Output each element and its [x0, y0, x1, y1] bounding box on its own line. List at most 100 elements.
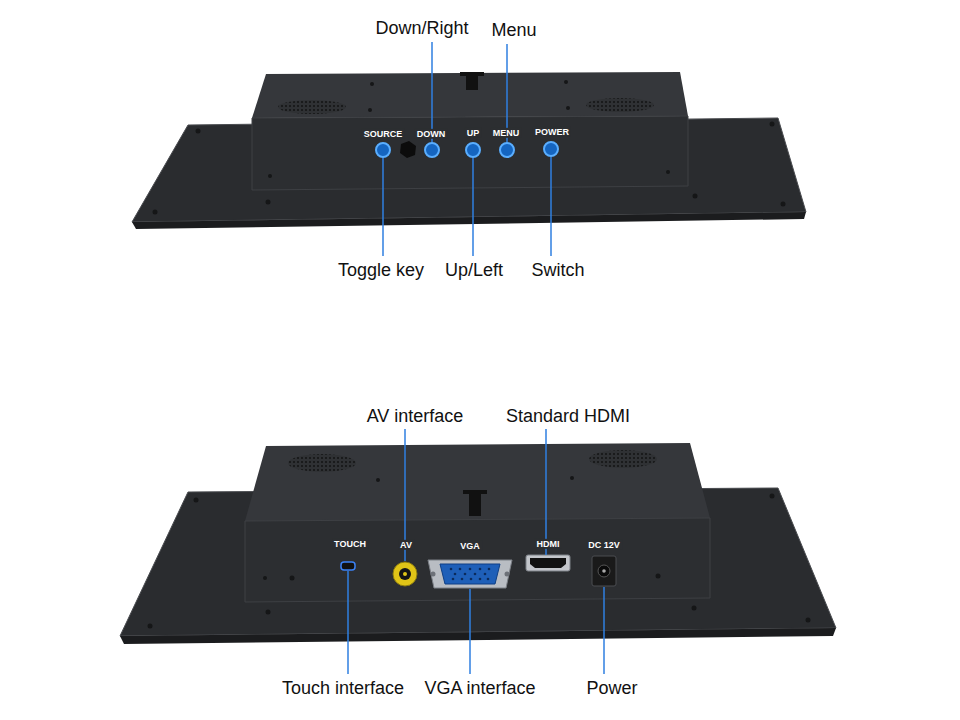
- screw: [692, 606, 697, 611]
- hdmi-shell: [526, 555, 570, 571]
- down-button: [425, 143, 439, 157]
- vga-pin: [470, 578, 473, 581]
- screw: [153, 210, 158, 215]
- vga-pin: [487, 578, 490, 581]
- screw: [376, 478, 380, 482]
- port-marking: VGA: [458, 541, 482, 551]
- vga-pin: [452, 578, 455, 581]
- vga-screw: [505, 572, 510, 577]
- screw: [148, 624, 153, 629]
- screw: [770, 494, 775, 499]
- screw: [770, 122, 775, 127]
- leader-line: [431, 42, 433, 142]
- screw: [566, 106, 570, 110]
- vga-pin: [479, 568, 482, 571]
- leader-line: [603, 587, 605, 674]
- vga-pin: [484, 573, 487, 576]
- port-marking: POWER: [533, 127, 571, 137]
- screw: [194, 498, 199, 503]
- source-button: [376, 143, 390, 157]
- callout-label: Down/Right: [375, 18, 468, 39]
- vga-pin: [474, 573, 477, 576]
- callout-label: VGA interface: [424, 678, 535, 699]
- leader-line: [545, 429, 547, 555]
- speaker-grille: [589, 450, 657, 468]
- av-jack: [393, 562, 417, 586]
- vga-pin: [450, 568, 453, 571]
- speaker-grille: [288, 454, 356, 472]
- av-jack-hole: [399, 568, 411, 580]
- screen-panel: [120, 488, 836, 636]
- screw: [570, 476, 574, 480]
- screw: [666, 170, 670, 174]
- dc-jack-hole: [598, 565, 610, 577]
- vga-screw: [431, 572, 436, 577]
- hdmi-socket: [530, 558, 566, 568]
- up-button: [466, 143, 480, 157]
- leader-line: [469, 589, 471, 674]
- screw: [196, 129, 201, 134]
- mount-slot: [469, 490, 481, 516]
- screw: [268, 174, 272, 178]
- dc-jack: [592, 556, 616, 586]
- leader-line: [347, 571, 349, 674]
- leader-line: [382, 158, 384, 256]
- callout-label: Menu: [491, 20, 536, 41]
- vga-pin: [461, 578, 464, 581]
- callout-label: Touch interface: [282, 678, 404, 699]
- vga-pin: [464, 573, 467, 576]
- panel-edge: [120, 628, 836, 644]
- vga-pin: [469, 568, 472, 571]
- leader-lines: [383, 42, 551, 256]
- vga-shell: [428, 560, 512, 588]
- port-marking: DC 12V: [586, 540, 622, 550]
- leader-lines: [348, 429, 604, 674]
- leader-line: [550, 157, 552, 256]
- port-marking: SOURCE: [362, 129, 405, 139]
- port-marking: UP: [465, 128, 482, 138]
- screw: [263, 576, 267, 580]
- power-button: [544, 142, 558, 156]
- dc-jack-pin: [602, 569, 606, 573]
- port-marking: HDMI: [535, 539, 562, 549]
- box-front: [252, 116, 688, 190]
- screw: [370, 82, 374, 86]
- screw: [564, 80, 568, 84]
- callout-label: AV interface: [367, 406, 464, 427]
- port-marking: TOUCH: [332, 539, 368, 549]
- speaker-grille: [278, 100, 346, 114]
- av-jack-pin: [403, 572, 407, 576]
- screw: [368, 108, 372, 112]
- vga-pin: [488, 568, 491, 571]
- port-marking: MENU: [491, 128, 522, 138]
- screw: [806, 618, 811, 623]
- vga-pin: [479, 578, 482, 581]
- leader-line: [472, 158, 474, 256]
- callout-label: Power: [586, 678, 637, 699]
- screw: [656, 574, 661, 579]
- menu-button: [500, 143, 514, 157]
- box-front: [245, 518, 710, 602]
- vga-socket: [440, 564, 500, 584]
- micro-usb-port: [341, 562, 355, 570]
- screw: [266, 200, 271, 205]
- box-top: [252, 72, 688, 118]
- ir-sensor: [400, 141, 416, 158]
- mount-slot: [466, 72, 478, 90]
- callout-label: Switch: [531, 260, 584, 281]
- vga-pin: [459, 568, 462, 571]
- screw: [781, 202, 786, 207]
- screw: [693, 194, 698, 199]
- panel-edge: [132, 212, 806, 229]
- vga-pins: [450, 568, 491, 581]
- callout-label: Toggle key: [338, 260, 424, 281]
- port-marking: AV: [398, 540, 414, 550]
- speaker-grille: [586, 98, 654, 112]
- screw: [266, 610, 271, 615]
- callout-label: Standard HDMI: [506, 406, 630, 427]
- port-marking: DOWN: [415, 129, 448, 139]
- vga-pin: [454, 573, 457, 576]
- box-top: [245, 443, 710, 521]
